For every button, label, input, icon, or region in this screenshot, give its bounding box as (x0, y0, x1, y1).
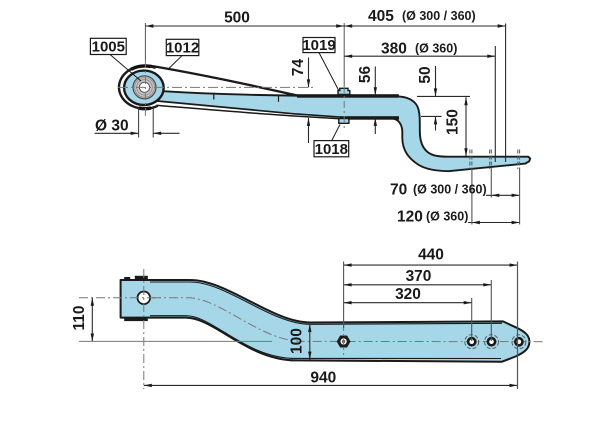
svg-text:(Ø 300 / 360): (Ø 300 / 360) (402, 9, 476, 23)
svg-text:440: 440 (418, 247, 444, 264)
svg-text:1012: 1012 (166, 40, 199, 57)
svg-text:1019: 1019 (302, 37, 335, 54)
svg-text:1018: 1018 (315, 141, 348, 158)
svg-text:940: 940 (310, 369, 336, 386)
svg-text:70: 70 (390, 181, 407, 198)
svg-text:370: 370 (406, 268, 432, 285)
svg-text:50: 50 (417, 66, 434, 83)
svg-text:405: 405 (368, 8, 394, 25)
svg-text:Ø 30: Ø 30 (95, 118, 129, 135)
svg-text:320: 320 (395, 286, 421, 303)
svg-text:150: 150 (445, 109, 462, 135)
svg-text:100: 100 (289, 328, 306, 354)
svg-text:1005: 1005 (92, 39, 125, 56)
svg-text:(Ø 360): (Ø 360) (415, 42, 457, 56)
svg-text:56: 56 (357, 66, 374, 84)
svg-text:(Ø 300 / 360): (Ø 300 / 360) (413, 183, 487, 197)
svg-text:380: 380 (381, 41, 407, 58)
svg-text:500: 500 (224, 9, 250, 26)
svg-text:74: 74 (290, 59, 307, 77)
svg-text:(Ø 360): (Ø 360) (426, 209, 468, 223)
svg-text:120: 120 (397, 208, 423, 225)
svg-text:110: 110 (71, 305, 88, 330)
